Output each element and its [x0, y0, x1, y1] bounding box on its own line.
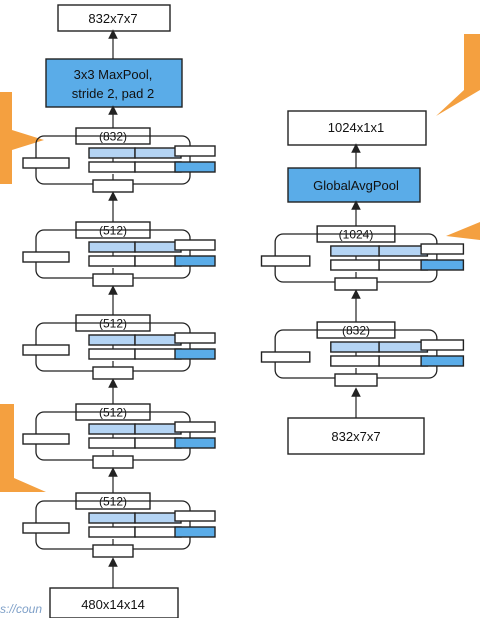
block-input-box — [92, 366, 134, 380]
branch2-conv1 — [330, 355, 380, 367]
branch3-conv5 — [134, 512, 182, 524]
right-input-box — [287, 417, 425, 455]
branch1-conv — [22, 522, 70, 534]
branch4-maxpool — [420, 259, 465, 271]
left-output-label: 832x7x7 — [88, 11, 137, 26]
right-output-label: 1024x1x1 — [328, 120, 384, 135]
branch3-conv1 — [378, 259, 429, 271]
branch2-conv3 — [330, 341, 380, 353]
branch2-conv1 — [330, 259, 380, 271]
branch3-conv5 — [378, 245, 429, 257]
inception-block: (832) — [260, 321, 465, 387]
branch1-conv — [22, 433, 70, 445]
branch4-maxpool — [174, 526, 216, 538]
left-input-box — [49, 587, 179, 618]
branch2-conv3 — [88, 147, 136, 159]
footer-url: s://coun — [0, 602, 42, 616]
branch4-conv1 — [174, 510, 216, 522]
branch2-conv3 — [88, 334, 136, 346]
left-output-box — [57, 4, 171, 32]
branch1-conv — [22, 157, 70, 169]
globalavgpool-label: GlobalAvgPool — [313, 178, 399, 193]
branch2-conv1 — [88, 161, 136, 173]
branch2-conv1 — [88, 437, 136, 449]
branch1-conv — [260, 255, 311, 267]
branch4-maxpool — [420, 355, 465, 367]
inception-block: (512) — [22, 221, 216, 287]
inception-block: (1024) — [260, 225, 465, 291]
callout-right-mid — [446, 222, 480, 240]
inception-block: (512) — [22, 403, 216, 469]
branch4-maxpool — [174, 255, 216, 267]
block-input-box — [334, 277, 378, 291]
branch2-conv1 — [88, 348, 136, 360]
block-input-box — [92, 273, 134, 287]
branch3-conv5 — [134, 147, 182, 159]
inception-block: (512) — [22, 314, 216, 380]
branch2-conv1 — [88, 526, 136, 538]
branch1-conv — [22, 344, 70, 356]
branch3-conv5 — [378, 341, 429, 353]
block-input-box — [334, 373, 378, 387]
callout-left-top — [0, 92, 44, 184]
branch4-conv1 — [174, 145, 216, 157]
branch2-conv3 — [88, 423, 136, 435]
branch4-maxpool — [174, 161, 216, 173]
branch4-maxpool — [174, 348, 216, 360]
branch4-conv1 — [420, 339, 465, 351]
block-input-box — [92, 179, 134, 193]
branch2-conv3 — [88, 512, 136, 524]
right-output-box — [287, 110, 427, 146]
inception-block: (832) — [22, 127, 216, 193]
branch3-conv1 — [378, 355, 429, 367]
branch4-conv1 — [174, 332, 216, 344]
left-input-label: 480x14x14 — [81, 597, 145, 612]
branch2-conv1 — [88, 255, 136, 267]
branch3-conv1 — [134, 348, 182, 360]
branch3-conv1 — [134, 437, 182, 449]
branch3-conv5 — [134, 241, 182, 253]
callout-right-top — [436, 34, 480, 116]
branch2-conv3 — [330, 245, 380, 257]
maxpool-box — [45, 58, 183, 108]
branch3-conv5 — [134, 334, 182, 346]
maxpool-label-1: 3x3 MaxPool, — [74, 67, 153, 82]
branch4-conv1 — [174, 421, 216, 433]
branch1-conv — [22, 251, 70, 263]
maxpool-label-2: stride 2, pad 2 — [72, 86, 154, 101]
branch4-conv1 — [420, 243, 465, 255]
branch3-conv1 — [134, 255, 182, 267]
branch2-conv3 — [88, 241, 136, 253]
globalavgpool-box — [287, 167, 421, 203]
branch3-conv1 — [134, 526, 182, 538]
branch4-maxpool — [174, 437, 216, 449]
branch3-conv5 — [134, 423, 182, 435]
block-input-box — [92, 455, 134, 469]
block-input-box — [92, 544, 134, 558]
branch3-conv1 — [134, 161, 182, 173]
branch4-conv1 — [174, 239, 216, 251]
inception-block: (512) — [22, 492, 216, 558]
right-input-label: 832x7x7 — [331, 429, 380, 444]
branch1-conv — [260, 351, 311, 363]
callout-left-bottom — [0, 404, 46, 492]
